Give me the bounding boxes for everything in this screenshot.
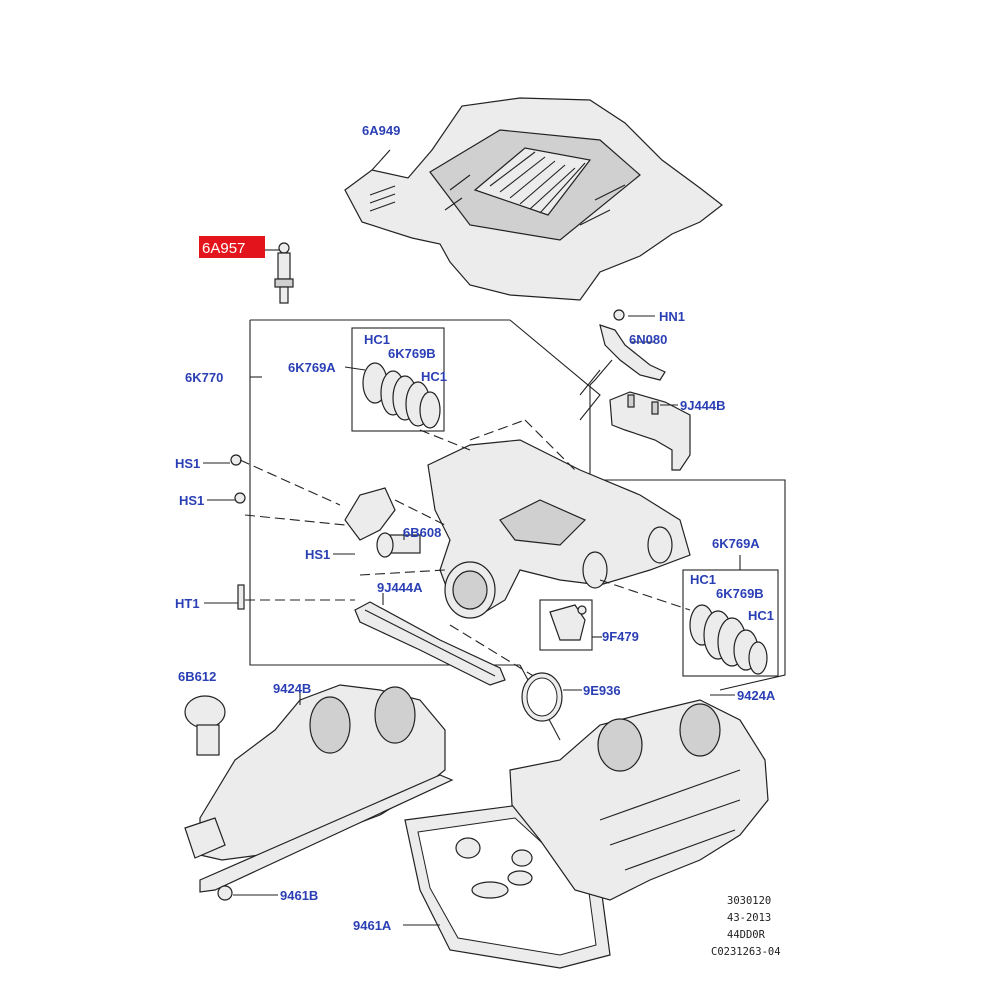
right-lower-manifold-drawing: [509, 694, 769, 901]
engine-cover-drawing: [344, 97, 723, 301]
intake-manifold-drawing: [427, 439, 691, 619]
label-HS1-c: HS1: [305, 547, 330, 562]
right-hose-assembly-drawing: [682, 555, 779, 677]
highlight-box: [199, 236, 265, 258]
sensor-drawing: [539, 599, 602, 651]
label-HS1-b: HS1: [179, 493, 204, 508]
label-9424B: 9424B: [273, 681, 311, 696]
label-6B612: 6B612: [178, 669, 216, 684]
reference-block: 3030120 43-2013 44DD0R C0231263-04: [711, 895, 781, 958]
gasket-9461b-drawing: [199, 774, 454, 901]
label-6K769B-top: 6K769B: [388, 346, 436, 361]
label-6A957: 6A957: [202, 240, 245, 257]
label-HS1-a: HS1: [175, 456, 200, 471]
gasket-strip-drawing: [354, 593, 506, 686]
label-6K769B-right: 6K769B: [716, 586, 764, 601]
label-9E936: 9E936: [583, 683, 621, 698]
throttle-pieces-drawing: [203, 454, 421, 610]
label-HN1: HN1: [659, 309, 685, 324]
reference-line-2: 43-2013: [727, 912, 771, 924]
label-9F479: 9F479: [602, 629, 639, 644]
stud-bolt-drawing: [265, 242, 294, 304]
callout-labels: 6A949 6A957 HN1 6N080 9J444B 6K770 6K769…: [175, 123, 776, 933]
label-9461B: 9461B: [280, 888, 318, 903]
o-ring-drawing: [521, 672, 582, 722]
left-lower-manifold-drawing: [184, 684, 446, 861]
label-6A949: 6A949: [362, 123, 400, 138]
label-6K769A-top: 6K769A: [288, 360, 336, 375]
label-HC1-right-1: HC1: [690, 572, 716, 587]
bracket-drawing: [579, 309, 691, 480]
label-9424A: 9424A: [737, 688, 776, 703]
reference-line-3: 44DD0R: [727, 929, 766, 941]
label-9J444A: 9J444A: [377, 580, 423, 595]
label-6K770: 6K770: [185, 370, 223, 385]
label-6N080: 6N080: [629, 332, 667, 347]
label-HT1: HT1: [175, 596, 200, 611]
label-9J444B: 9J444B: [680, 398, 726, 413]
label-6K769A-right: 6K769A: [712, 536, 760, 551]
label-HC1-right-2: HC1: [748, 608, 774, 623]
reference-line-4: C0231263-04: [711, 946, 781, 958]
label-6B608: 6B608: [403, 525, 441, 540]
explode-lines: [239, 419, 691, 681]
label-HC1-top-1: HC1: [364, 332, 390, 347]
reference-line-1: 3030120: [727, 895, 771, 907]
label-HC1-top-2: HC1: [421, 369, 447, 384]
top-hose-assembly-drawing: [344, 327, 445, 432]
label-9461A: 9461A: [353, 918, 392, 933]
